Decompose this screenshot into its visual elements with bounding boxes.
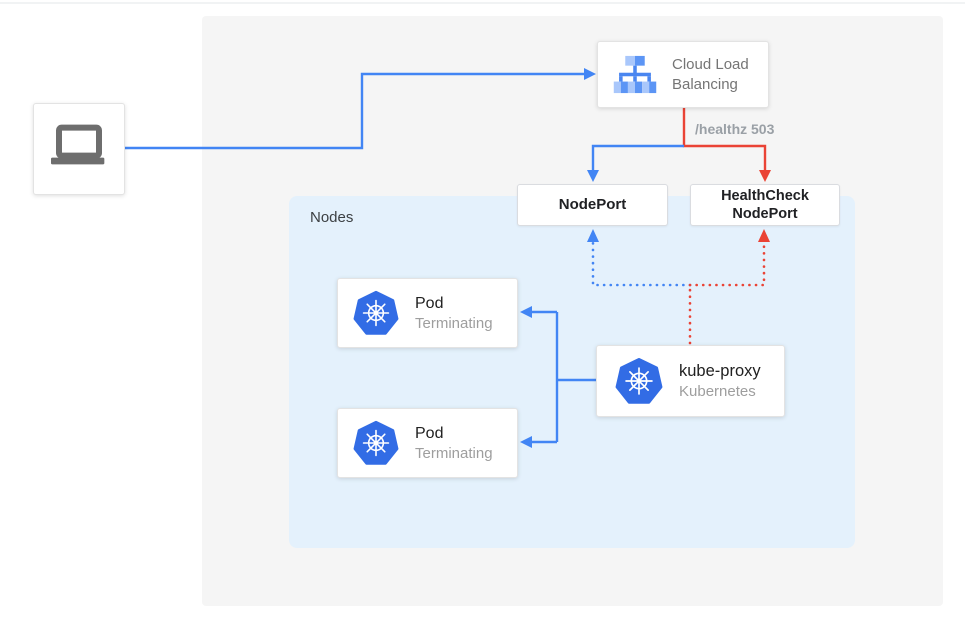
pod2-status: Terminating (415, 444, 493, 462)
nodeport-label: NodePort (558, 196, 627, 213)
top-divider (0, 2, 965, 4)
kube-proxy-card: kube-proxy Kubernetes (596, 345, 785, 417)
healthcheck-label-line1: HealthCheck (721, 188, 809, 204)
healthcheck-label-line2: NodePort (732, 206, 798, 222)
pod2-title: Pod (415, 424, 444, 442)
kubernetes-icon (353, 290, 399, 336)
client-card (33, 103, 125, 195)
kubernetes-icon (615, 357, 663, 405)
kube-proxy-subtitle: Kubernetes (679, 382, 756, 400)
laptop-icon (47, 117, 111, 181)
load-balancer-icon (612, 53, 658, 96)
load-balancer-label: Cloud Load Balancing (672, 55, 749, 93)
pod-card-2: Pod Terminating (337, 408, 518, 478)
nodes-panel-label: Nodes (310, 209, 354, 226)
nodeport-card: NodePort (517, 184, 668, 226)
pod1-status: Terminating (415, 314, 493, 332)
healthcheck-nodeport-card: HealthCheck NodePort (690, 184, 840, 226)
pod1-title: Pod (415, 294, 444, 312)
kubernetes-icon (353, 420, 399, 466)
pod-card-1: Pod Terminating (337, 278, 518, 348)
kube-proxy-title: kube-proxy (679, 361, 761, 380)
load-balancer-card: Cloud Load Balancing (597, 41, 769, 108)
healthz-503-label: /healthz 503 (695, 121, 775, 137)
